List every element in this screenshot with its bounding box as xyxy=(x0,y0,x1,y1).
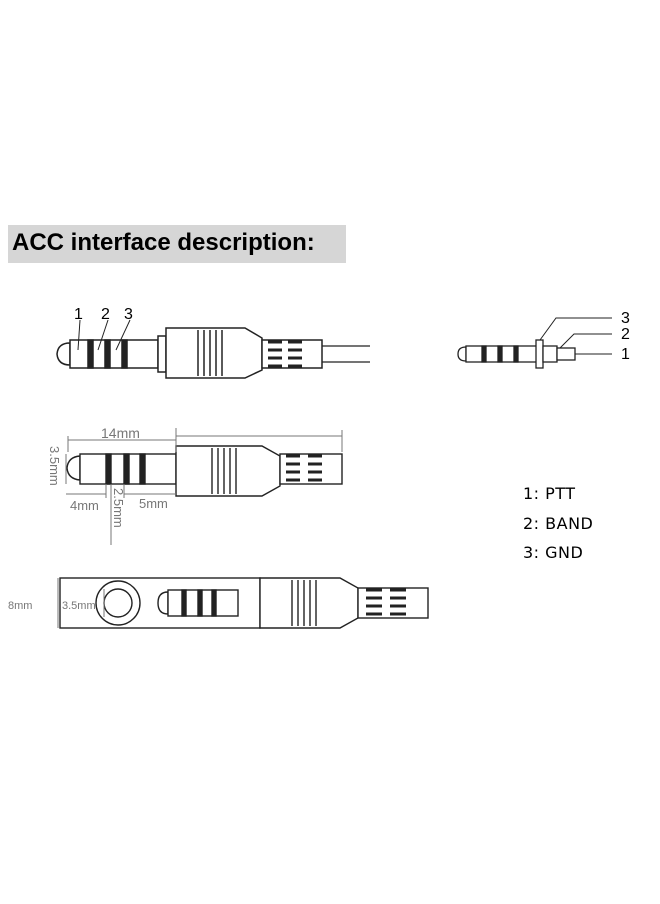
fig1-label-3: 3 xyxy=(124,306,133,323)
dimension-lines-fig4 xyxy=(57,578,105,628)
plug-diagram-small xyxy=(457,317,612,369)
dim-tip-4mm: 4mm xyxy=(70,498,99,513)
dim-diameter-3-5mm: 3.5mm xyxy=(47,446,62,486)
plug-diagram-side-view xyxy=(59,577,429,629)
dim-inner-3-5mm: 3.5mm xyxy=(62,600,96,612)
legend-band: 2: BAND xyxy=(523,514,594,533)
plug-diagram-numbered xyxy=(56,319,370,379)
fig2-label-1: 1 xyxy=(621,346,630,363)
fig2-label-2: 2 xyxy=(621,326,630,343)
page-title: ACC interface description: xyxy=(12,229,315,256)
title-background xyxy=(8,225,346,263)
plug-diagram-dimensions xyxy=(66,445,343,497)
fig2-label-3: 3 xyxy=(621,310,630,327)
legend-ptt: 1: PTT xyxy=(523,484,576,503)
fig1-label-1: 1 xyxy=(74,306,83,323)
dim-length-14mm: 14mm xyxy=(101,425,140,441)
dim-ring-2-5mm: 2.5mm xyxy=(111,488,126,528)
dim-sleeve-5mm: 5mm xyxy=(139,496,168,511)
legend-gnd: 3: GND xyxy=(523,543,584,562)
dimension-lines-fig3 xyxy=(65,428,343,545)
fig1-label-2: 2 xyxy=(101,306,110,323)
dim-outer-8mm: 8mm xyxy=(8,600,32,612)
